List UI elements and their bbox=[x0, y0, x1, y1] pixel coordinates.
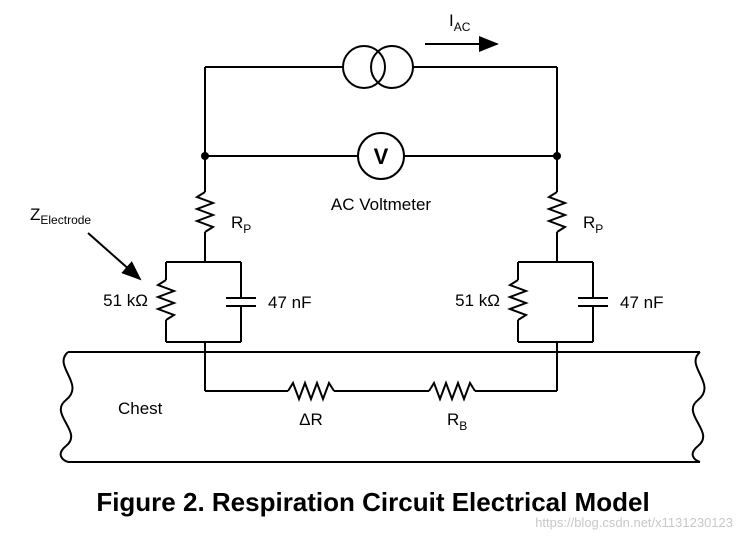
left-electrode-capacitor bbox=[226, 297, 256, 307]
rb-resistor bbox=[428, 380, 476, 402]
chest-right-wave bbox=[691, 351, 706, 463]
chest-left-wave bbox=[59, 351, 74, 463]
voltmeter-symbol: V bbox=[374, 144, 389, 169]
current-label: IAC bbox=[449, 11, 471, 34]
delta-r-label: ΔR bbox=[299, 410, 323, 429]
right-electrode-resistor bbox=[507, 279, 529, 321]
delta-r-resistor bbox=[287, 380, 335, 402]
left-electrode-branch: RP 51 kΩ 47 nF bbox=[103, 156, 311, 391]
chest-outline bbox=[59, 351, 706, 463]
watermark-text: https://blog.csdn.net/x1131230123 bbox=[535, 515, 733, 530]
right-rp-resistor bbox=[546, 191, 568, 233]
voltmeter-label: AC Voltmeter bbox=[331, 195, 431, 214]
voltmeter-icon bbox=[357, 132, 405, 180]
left-rp-label: RP bbox=[231, 213, 251, 236]
current-source-symbol bbox=[342, 45, 414, 89]
right-rp-label: RP bbox=[583, 213, 603, 236]
current-source-loop: IAC bbox=[204, 11, 558, 156]
left-resistor-value: 51 kΩ bbox=[103, 291, 148, 310]
right-capacitor-value: 47 nF bbox=[620, 293, 663, 312]
left-electrode-resistor bbox=[155, 279, 177, 321]
chest-label: Chest bbox=[118, 399, 163, 418]
right-electrode-branch: RP 51 kΩ 47 nF bbox=[455, 156, 663, 391]
right-resistor-value: 51 kΩ bbox=[455, 291, 500, 310]
left-capacitor-value: 47 nF bbox=[268, 293, 311, 312]
voltmeter-branch: V AC Voltmeter bbox=[201, 132, 561, 214]
chest-resistance-path: Chest ΔR RB bbox=[118, 380, 557, 433]
left-rp-resistor bbox=[194, 191, 216, 233]
electrode-pointer-arrow bbox=[87, 232, 142, 281]
electrode-impedance-callout: ZElectrode bbox=[30, 205, 142, 281]
figure-caption: Figure 2. Respiration Circuit Electrical… bbox=[96, 487, 649, 517]
rb-label: RB bbox=[447, 410, 467, 433]
electrode-impedance-label: ZElectrode bbox=[30, 205, 91, 227]
right-electrode-capacitor bbox=[578, 297, 608, 307]
